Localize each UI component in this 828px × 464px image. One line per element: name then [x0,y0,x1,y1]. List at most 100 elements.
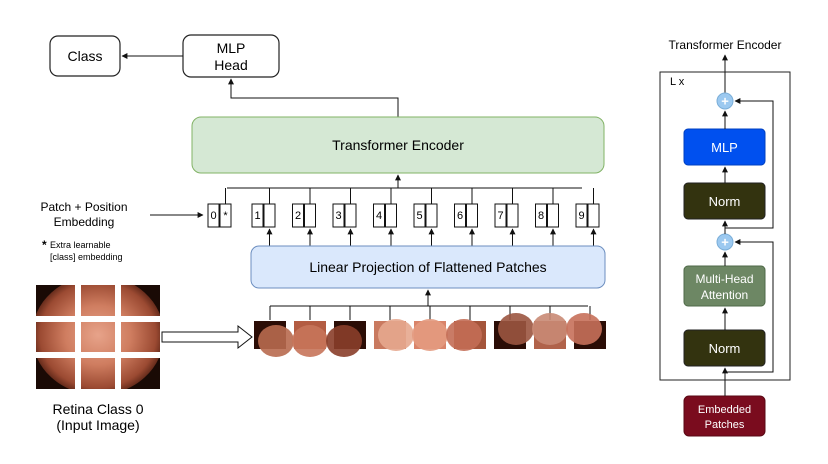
flattened-patch-6 [446,306,486,351]
encoder-detail-title: Transformer Encoder [669,38,782,52]
patch-embedding-box [506,203,519,228]
flattened-patch-2 [292,306,328,357]
encoder-attention-label-line1: Multi-Head [695,272,753,286]
residual-connection-top [725,98,774,229]
patch-position-label-line1: Patch + Position [40,200,127,214]
encoder-norm-bottom-label: Norm [709,341,741,356]
token-8: 8 [535,188,559,246]
embedded-patches-label-line2: Patches [705,419,745,431]
position-embedding-box [251,203,264,228]
flattened-patch-1 [254,306,294,357]
encoder-mlp-box: MLP [683,128,766,166]
mlp-head-label-line2: Head [214,57,247,73]
patch-embedding-box [547,203,559,228]
flattened-patch-7 [494,306,534,349]
embedded-patches-box: Embedded Patches [683,395,766,437]
token-7: 7 [494,188,519,246]
class-embedding-note-line2: [class] embedding [50,252,123,262]
position-embedding-box [292,203,304,228]
transformer-encoder-label: Transformer Encoder [332,137,464,153]
position-embedding-box [413,203,426,228]
position-embedding-box [373,203,385,228]
mlp-head-label-line1: MLP [217,40,246,56]
patch-tile-texture [532,313,568,345]
token-6: 6 [454,188,478,246]
encoder-repeat-label: L x [670,76,685,88]
encoder-norm-top-label: Norm [709,194,741,209]
patch-embedding-box [425,203,438,228]
token-class-marker: * [223,210,228,222]
patch-tile-texture [258,325,294,357]
token-position-label: 7 [497,210,503,222]
token-position-label: 5 [416,210,422,222]
flattened-patches [254,306,606,357]
token-position-label: 9 [578,210,584,222]
token-3: 3 [332,188,357,246]
class-embedding-note-star: * [42,238,47,252]
encoder-norm-top-box: Norm [683,182,766,220]
patch-tile-texture [292,325,328,357]
patch-embedding-box [385,203,397,228]
patch-tile-texture [566,313,602,345]
encoder-norm-bottom-box: Norm [683,329,766,367]
svg-text:+: + [721,94,729,109]
embedded-patches-label-line1: Embedded [698,404,751,416]
encoder-attention-box: Multi-Head Attention [683,265,766,307]
token-position-label: 0 [210,210,216,222]
position-embedding-box [535,203,547,228]
token-5: 5 [413,188,438,246]
flattened-patch-3 [326,306,366,357]
position-embedding-box [575,203,588,228]
token-position-label: 3 [335,210,341,222]
class-embedding-note-line1: Extra learnable [50,240,111,250]
position-embedding-box [207,203,220,228]
patch-embedding-box [466,203,478,228]
position-embedding-box [332,203,345,228]
patch-tile-texture [326,325,362,357]
patch-embedding-box [304,203,316,228]
token-position-label: 6 [457,210,463,222]
class-label: Class [67,48,102,64]
flattened-patch-5 [412,306,448,351]
patch-embedding-box [263,203,276,228]
token-9: 9 [575,188,600,246]
position-embedding-box [494,203,507,228]
token-position-label: 8 [538,210,544,222]
token-position-label: 4 [376,210,382,222]
svg-text:+: + [721,235,729,250]
patch-tile-texture [446,319,482,351]
arrow-encoder-to-mlp [228,78,399,117]
patch-tile-texture [412,319,448,351]
hollow-arrow-image-to-patches [161,324,253,350]
residual-connection-bottom [725,239,774,373]
patch-tile-texture [498,313,534,345]
flattened-patch-9 [566,306,606,349]
add-circle-top: + [716,72,734,110]
flattened-patch-4 [374,306,414,351]
token-4: 4 [373,188,397,246]
linear-projection-label: Linear Projection of Flattened Patches [309,259,546,275]
position-embedding-box [454,203,466,228]
token-0: 0* [207,188,232,228]
encoder-mlp-label: MLP [711,140,738,155]
token-position-label: 2 [295,210,301,222]
token-position-label: 1 [254,210,260,222]
token-1: 1 [251,188,276,246]
patch-tile-texture [378,319,414,351]
input-caption-line1: Retina Class 0 [52,401,143,417]
patch-embedding-box [344,203,357,228]
retina-input-image [36,285,160,389]
patch-position-label-line2: Embedding [54,215,115,229]
add-circle-middle: + [716,233,734,251]
transformer-encoder-box: Transformer Encoder [191,116,605,174]
patch-embedding-box [587,203,600,228]
token-2: 2 [292,188,316,246]
mlp-head-box: MLP Head [182,34,280,78]
flattened-patch-8 [532,306,568,349]
linear-projection-box: Linear Projection of Flattened Patches [250,245,606,289]
encoder-attention-label-line2: Attention [701,288,748,302]
class-box: Class [49,35,121,77]
input-caption-line2: (Input Image) [56,417,139,433]
